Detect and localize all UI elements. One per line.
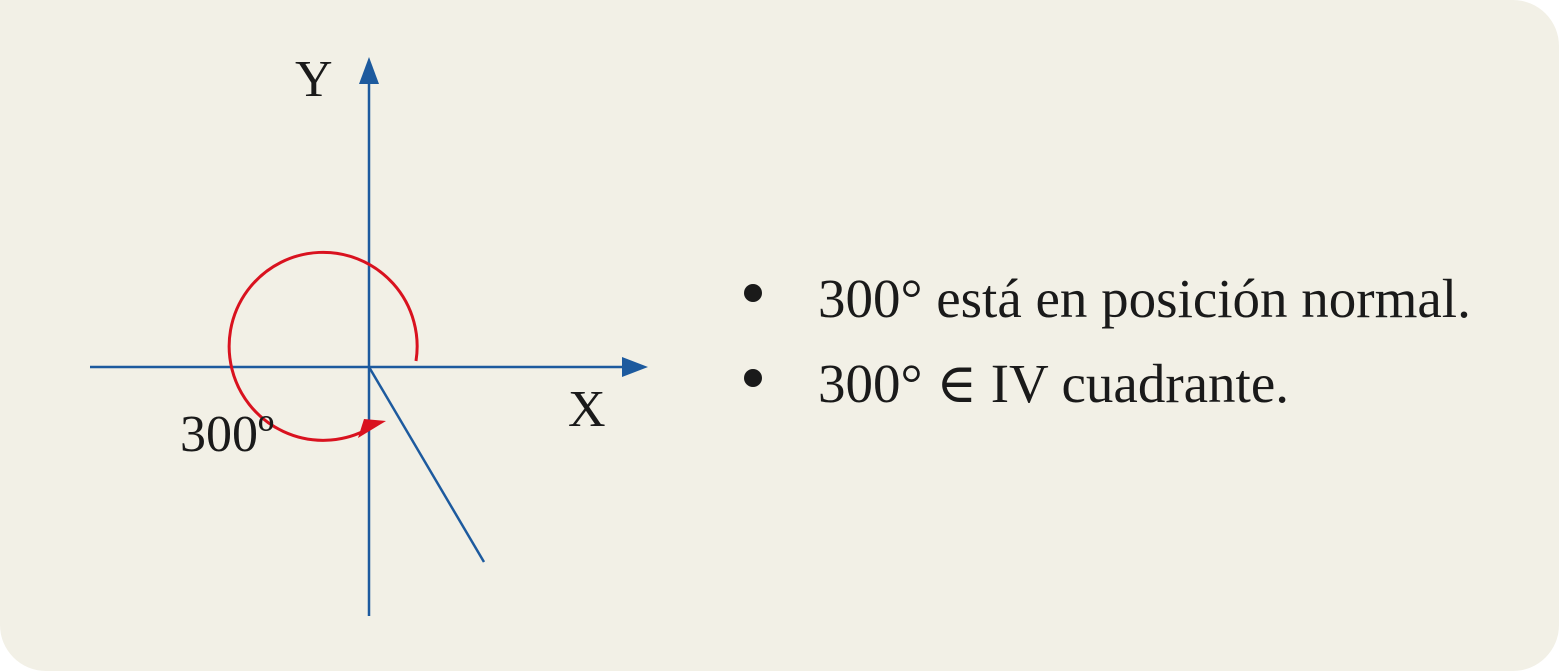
angle-diagram: Y X 300º	[90, 51, 648, 616]
y-axis-label: Y	[295, 51, 333, 108]
terminal-side	[367, 366, 486, 563]
y-axis-arrow-icon	[359, 57, 379, 84]
bullet-icon	[744, 369, 762, 387]
notes-list: 300° está en posición normal. 300° ∈ IV …	[740, 256, 1471, 426]
x-axis-arrow-icon	[622, 357, 648, 377]
note-text: 300° ∈ IV cuadrante.	[818, 353, 1289, 414]
rotation-arc	[227, 250, 419, 442]
note-quadrant: 300° ∈ IV cuadrante.	[740, 341, 1471, 426]
angle-label: 300º	[180, 406, 274, 463]
rotation-arrow-icon	[358, 419, 386, 438]
x-axis-label: X	[568, 381, 606, 438]
bullet-icon	[744, 284, 762, 302]
note-normal-position: 300° está en posición normal.	[740, 256, 1471, 341]
note-text: 300° está en posición normal.	[818, 268, 1471, 329]
